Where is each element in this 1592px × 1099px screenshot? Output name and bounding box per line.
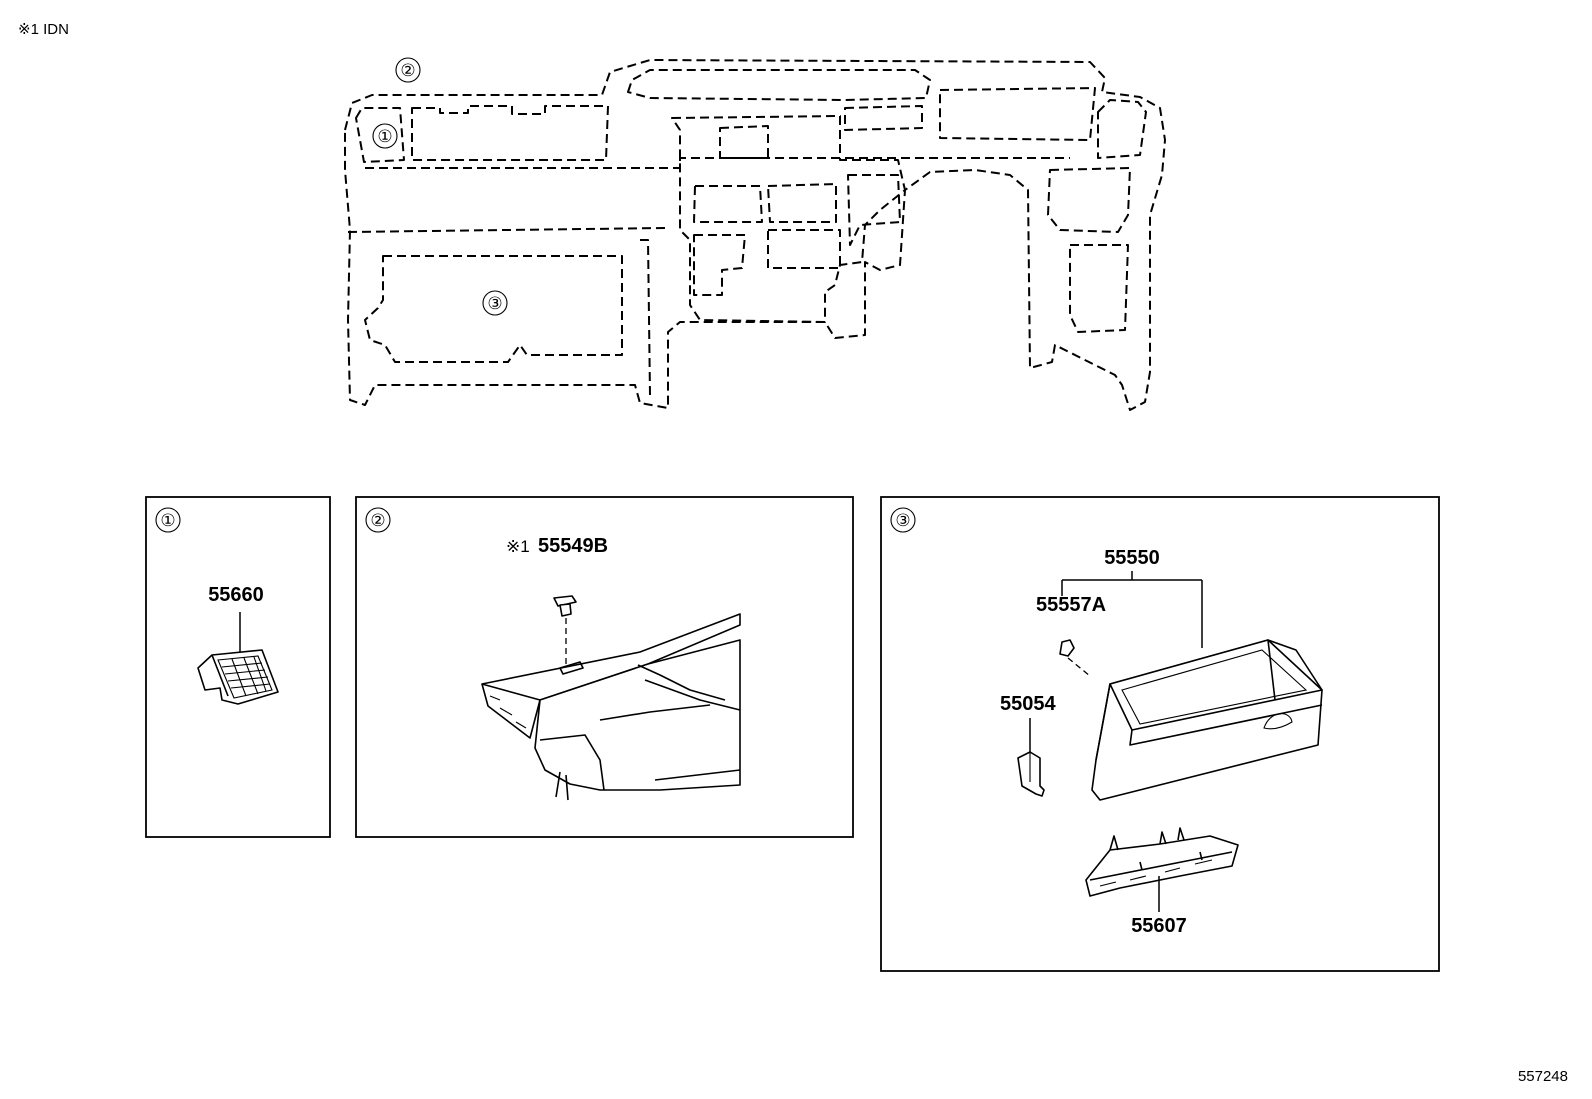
detail-panel-1: ① 55660 bbox=[145, 496, 331, 838]
part-label-55054[interactable]: 55054 bbox=[1000, 693, 1056, 715]
overview-callout-3: ③ bbox=[482, 290, 508, 316]
part-label-55607[interactable]: 55607 bbox=[1131, 915, 1187, 937]
glove-box-frame-part-55607[interactable] bbox=[1085, 827, 1239, 897]
document-number: 557248 bbox=[1517, 1068, 1568, 1085]
panel-2-index: ② bbox=[370, 511, 385, 530]
panel-3-index: ③ bbox=[895, 511, 910, 530]
detail-panel-3: ③ 55550 55557A 55054 bbox=[880, 496, 1440, 972]
part-label-55660[interactable]: 55660 bbox=[208, 584, 264, 606]
overview-callout-1: ① bbox=[372, 123, 398, 149]
header-note: ※1 IDN bbox=[18, 21, 69, 38]
svg-text:③: ③ bbox=[487, 294, 502, 313]
part-label-55549B[interactable]: 55549B bbox=[538, 535, 608, 557]
damper-part-55054[interactable] bbox=[1017, 751, 1045, 797]
overview-callout-2: ② bbox=[395, 57, 421, 83]
svg-text:②: ② bbox=[400, 61, 415, 80]
instrument-panel-overview bbox=[344, 59, 1166, 411]
glove-box-part-55550[interactable] bbox=[1091, 639, 1323, 801]
part-label-55550[interactable]: 55550 bbox=[1104, 547, 1160, 569]
side-vent-part-55660[interactable] bbox=[197, 649, 279, 705]
stopper-part-55557A[interactable] bbox=[1059, 639, 1075, 657]
clip-part-55549B[interactable] bbox=[553, 595, 577, 617]
detail-panel-2: ② ※1 55549B bbox=[355, 496, 854, 838]
part-note-marker: ※1 bbox=[506, 537, 530, 556]
instrument-panel-part bbox=[481, 613, 741, 801]
panel-1-index: ① bbox=[160, 511, 175, 530]
part-label-55557A[interactable]: 55557A bbox=[1036, 594, 1106, 616]
svg-text:①: ① bbox=[377, 127, 392, 146]
